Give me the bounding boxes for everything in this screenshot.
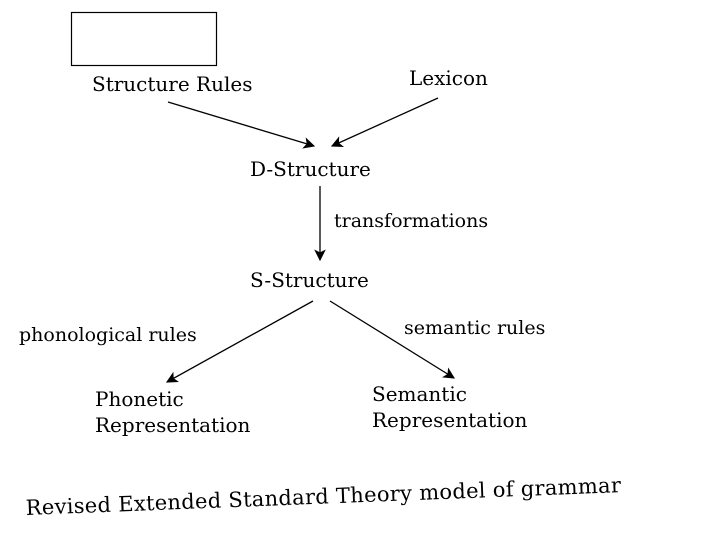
edge-label-phonological-rules: phonological rules bbox=[19, 324, 197, 346]
node-semantic-representation-line2: Representation bbox=[372, 408, 528, 432]
node-phonetic-representation-line1: Phonetic bbox=[95, 387, 184, 411]
node-structure-rules: Structure Rules bbox=[92, 72, 253, 96]
node-lexicon: Lexicon bbox=[409, 66, 488, 90]
arrow-structure-rules-to-d-structure bbox=[167, 101, 316, 149]
arrow-s-structure-to-semantic bbox=[329, 300, 455, 379]
node-s-structure: S-Structure bbox=[250, 268, 369, 292]
arrow-s-structure-to-phonetic bbox=[165, 300, 314, 383]
node-d-structure: D-Structure bbox=[250, 157, 371, 181]
edge-label-semantic-rules: semantic rules bbox=[404, 317, 545, 339]
empty-box bbox=[70, 11, 218, 67]
arrow-lexicon-to-d-structure bbox=[330, 97, 439, 147]
diagram-caption: Revised Extended Standard Theory model o… bbox=[25, 473, 622, 520]
node-semantic-representation-line1: Semantic bbox=[372, 382, 467, 406]
node-phonetic-representation-line2: Representation bbox=[95, 413, 251, 437]
edge-label-transformations: transformations bbox=[334, 210, 488, 232]
